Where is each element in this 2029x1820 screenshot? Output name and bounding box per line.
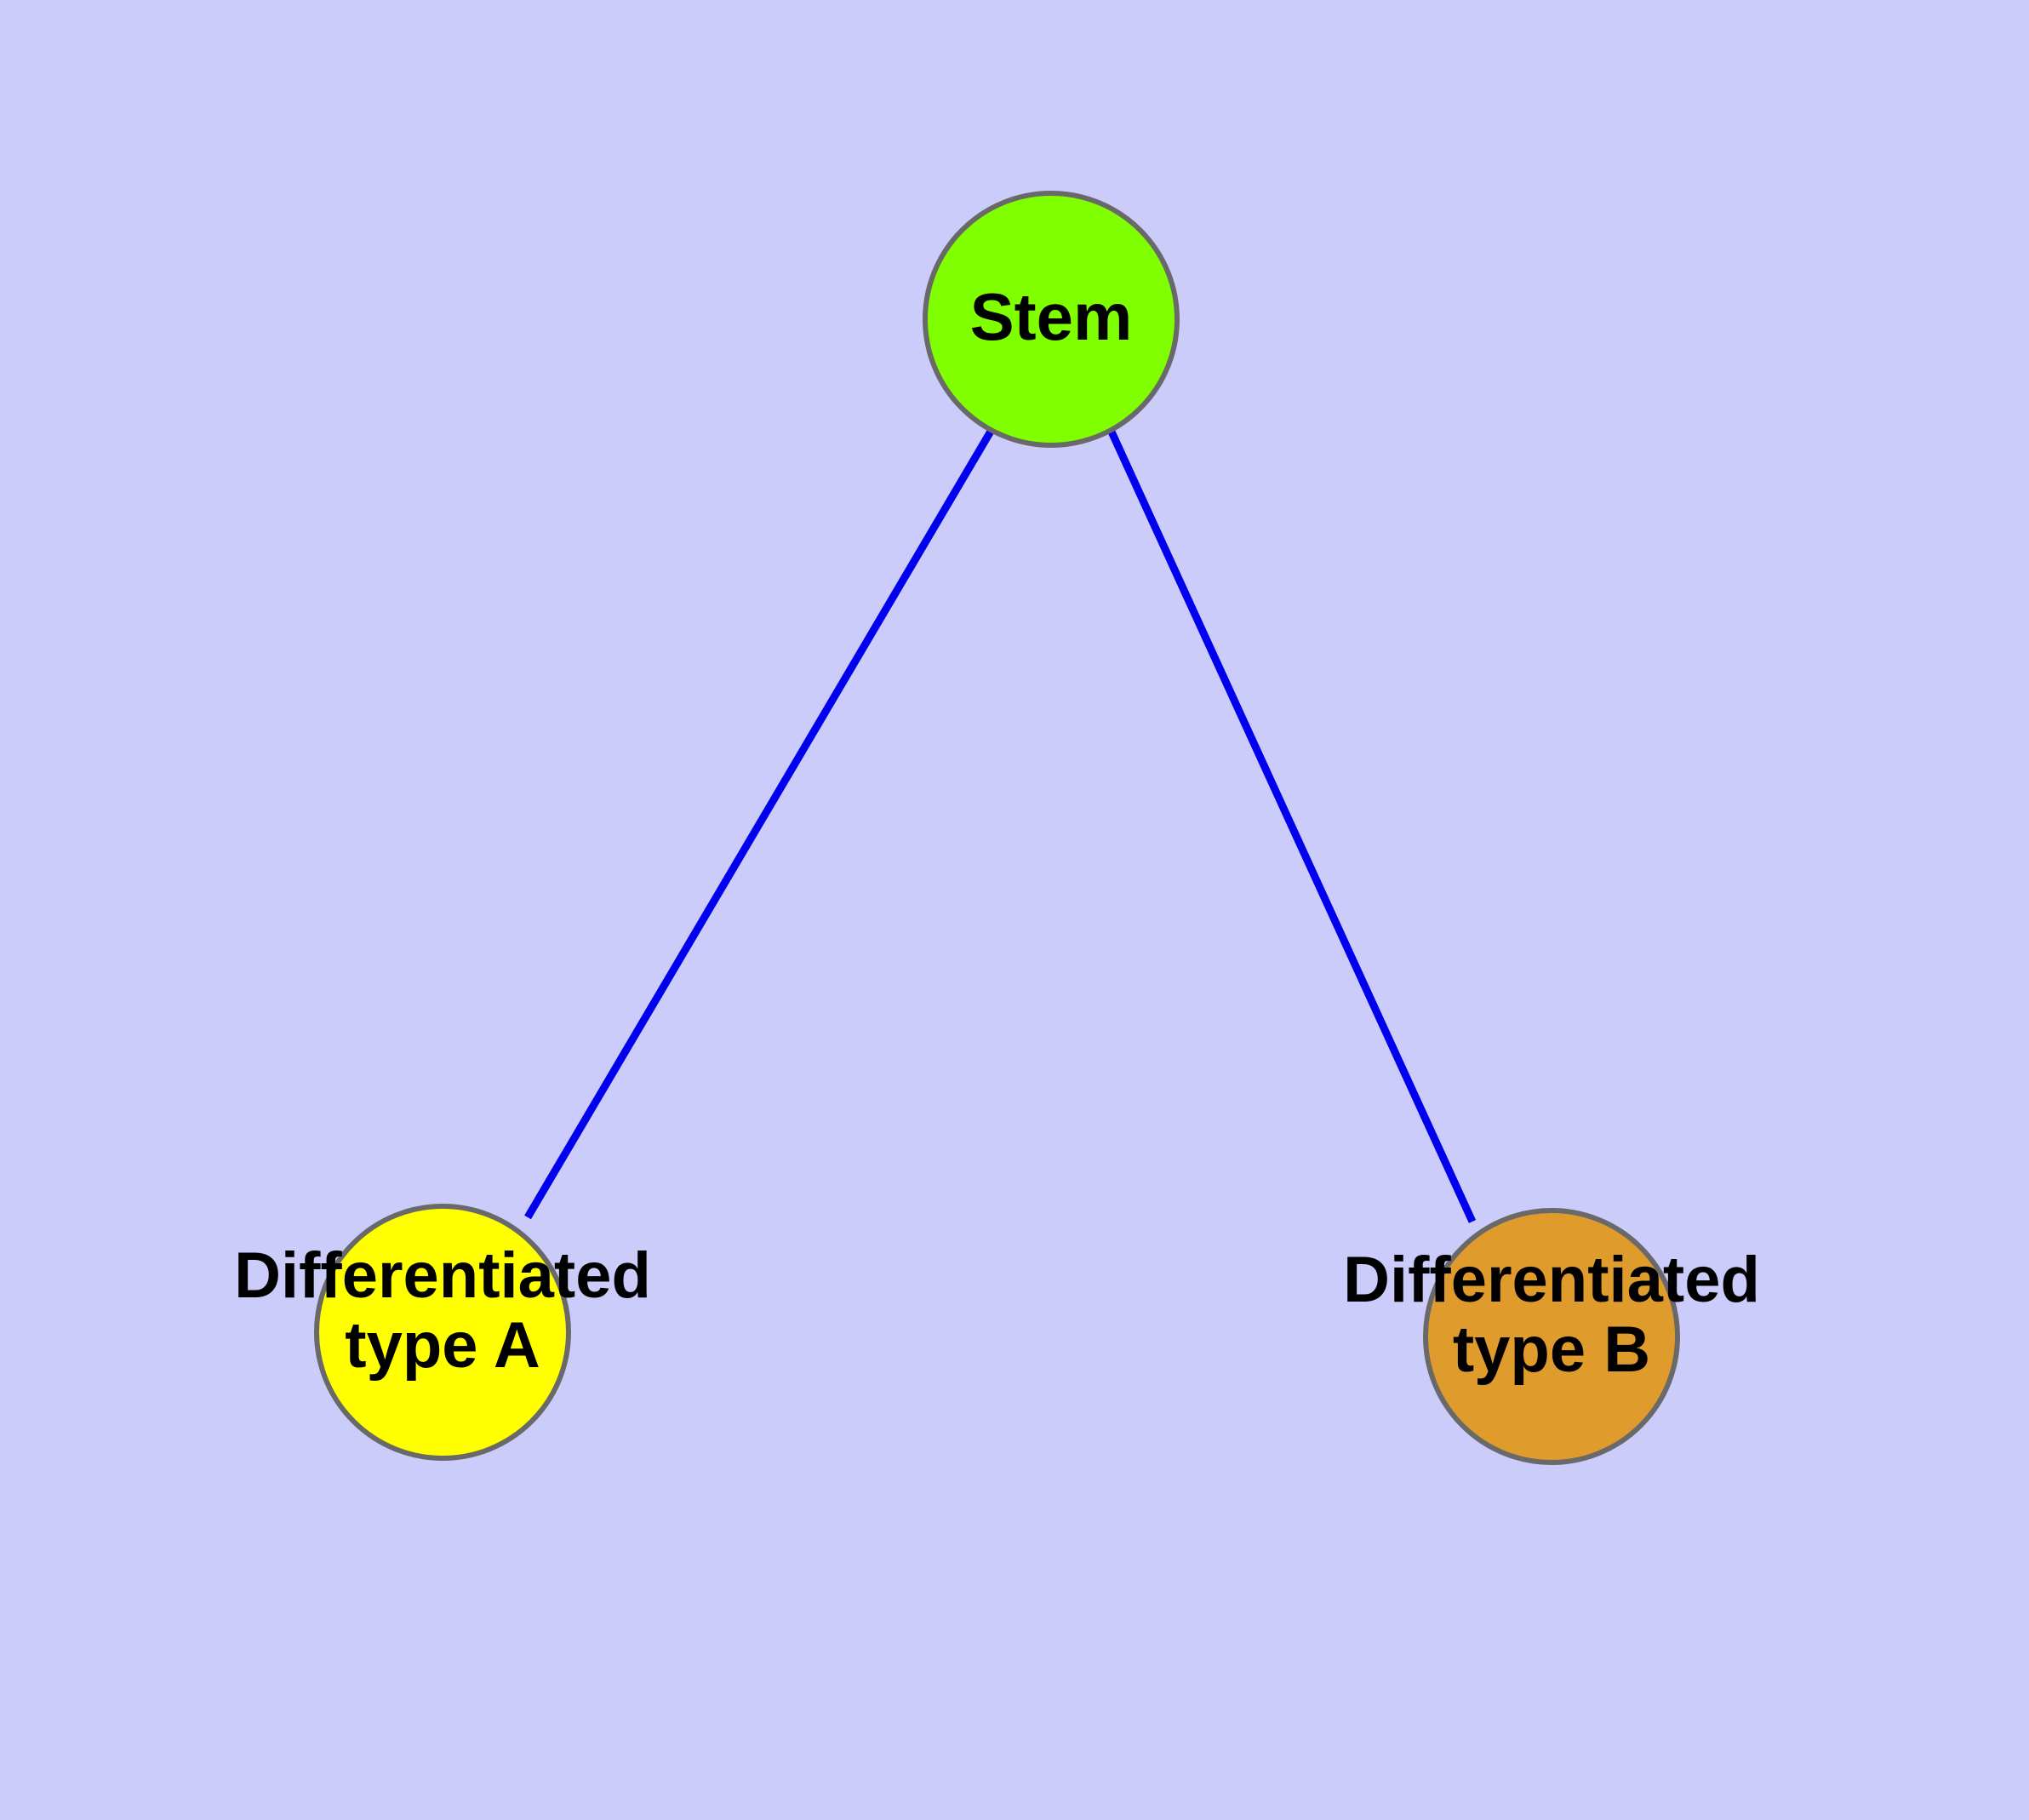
- node-differentiated-type-b[interactable]: [1423, 1208, 1680, 1465]
- edge-stem-to-diff-b: [1106, 428, 1477, 1223]
- edge-stem-to-diff-a: [524, 427, 995, 1220]
- node-layer: [314, 191, 1680, 1465]
- node-stem[interactable]: [923, 191, 1180, 448]
- edge-layer: [524, 427, 1477, 1223]
- node-differentiated-type-a[interactable]: [314, 1204, 571, 1461]
